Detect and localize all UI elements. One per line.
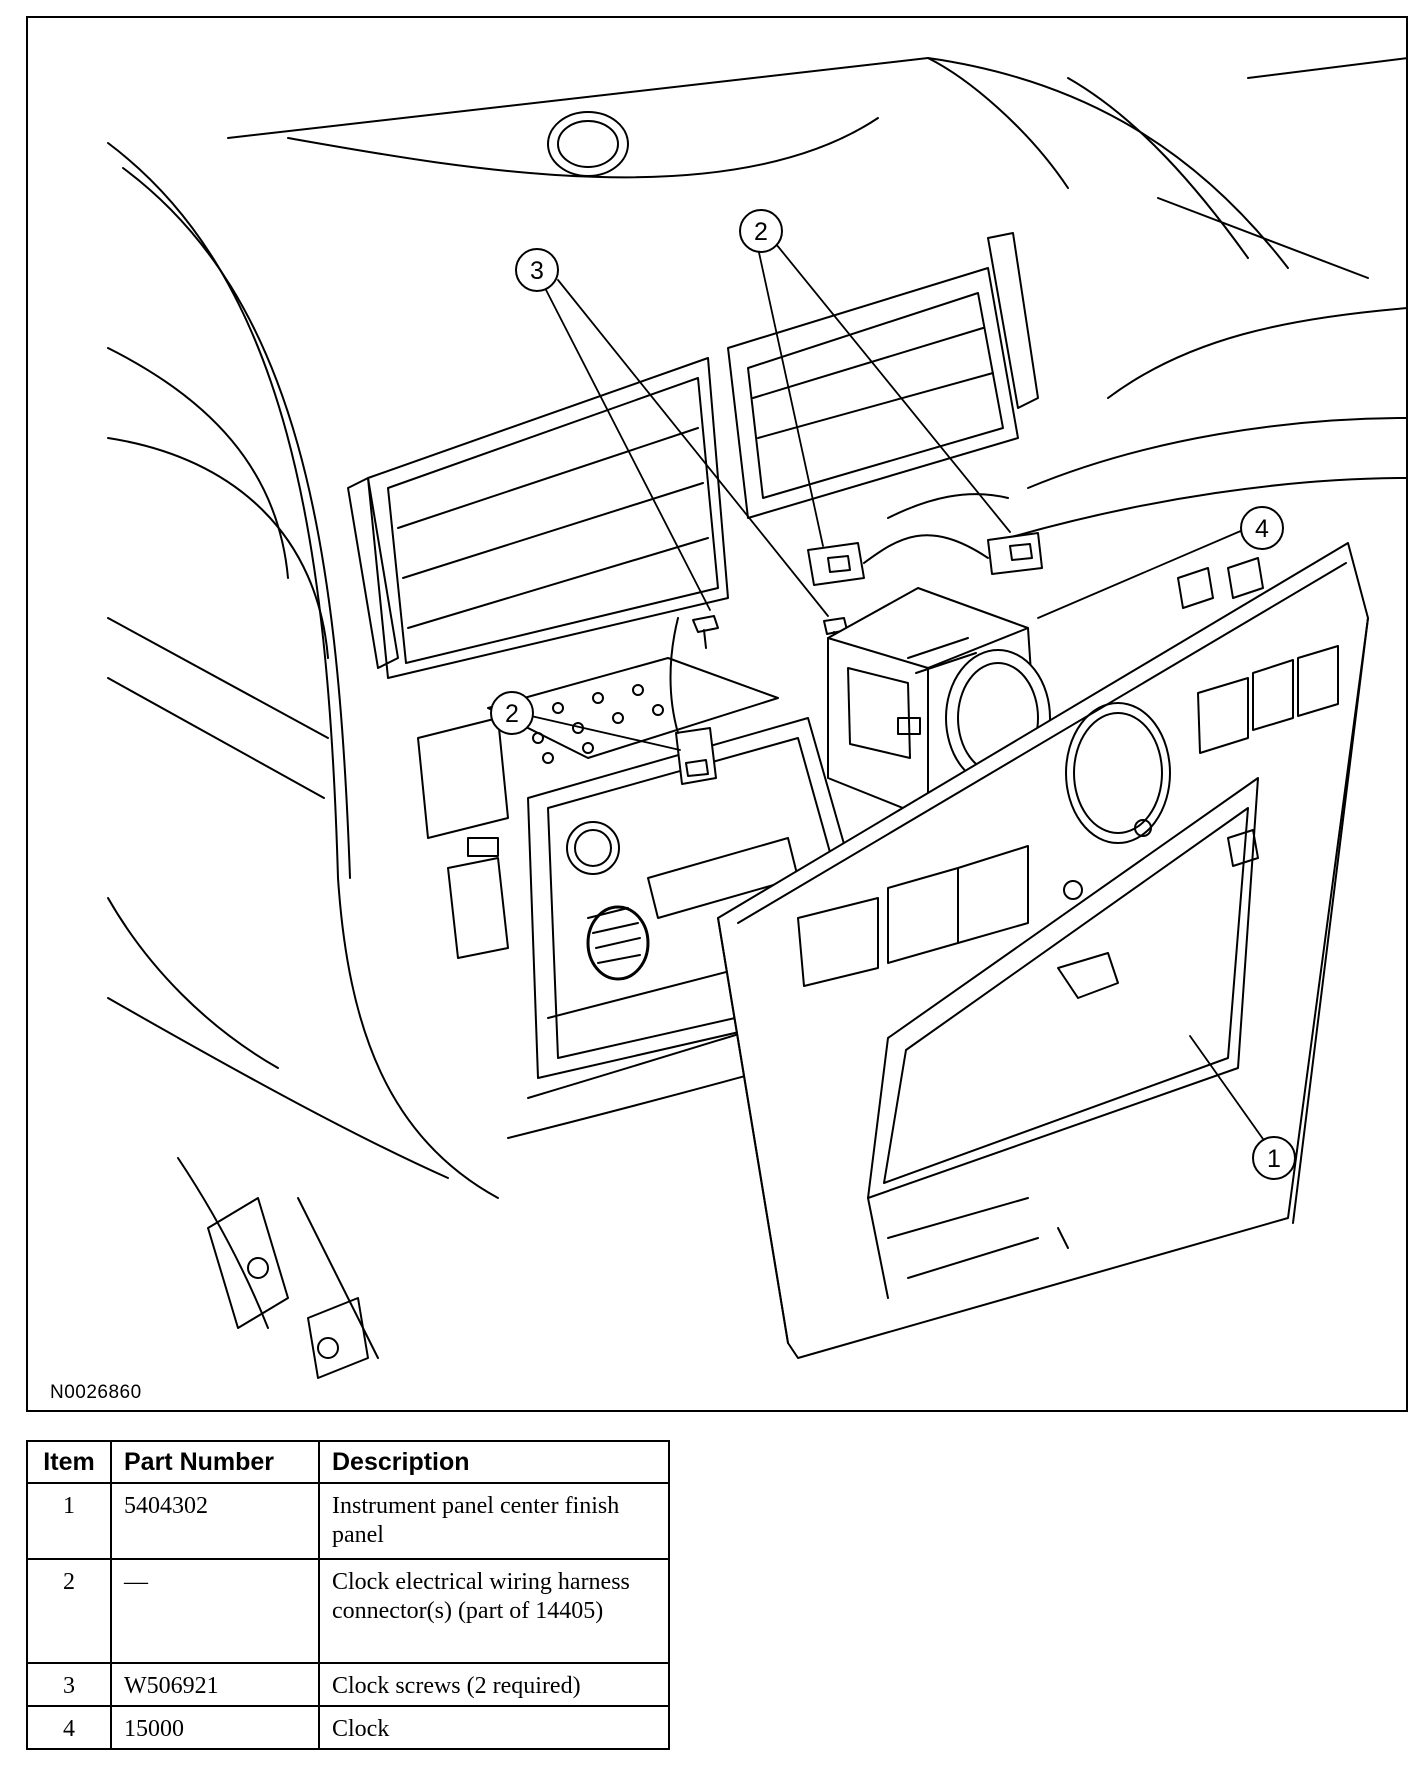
header-description: Description xyxy=(318,1440,670,1484)
clock-screws xyxy=(692,615,848,651)
svg-text:1: 1 xyxy=(1267,1145,1281,1173)
cell-part-number: W506921 xyxy=(110,1662,320,1707)
air-vents xyxy=(347,232,1039,679)
cell-description: Instrument panel center finish panel xyxy=(318,1482,670,1560)
callout-3: 3 xyxy=(515,248,559,292)
callout-1: 1 xyxy=(1252,1136,1296,1180)
cell-item: 4 xyxy=(26,1705,112,1750)
cell-item: 3 xyxy=(26,1662,112,1707)
legend-header-row: Item Part Number Description xyxy=(26,1440,670,1484)
exploded-view-illustration: 1 2 2 3 4 N0026860 xyxy=(26,16,1408,1412)
figure-id: N0026860 xyxy=(50,1382,142,1403)
callout-4: 4 xyxy=(1240,506,1284,550)
table-row: 2 — Clock electrical wiring harness conn… xyxy=(26,1558,670,1664)
header-item: Item xyxy=(26,1440,112,1484)
cell-description: Clock screws (2 required) xyxy=(318,1662,670,1707)
wiring-connectors xyxy=(669,493,1043,785)
dash-speaker-grille xyxy=(547,111,629,177)
callout-2-upper: 2 xyxy=(739,209,783,253)
lower-bracket xyxy=(207,1197,369,1379)
svg-text:3: 3 xyxy=(530,257,544,285)
cell-description: Clock xyxy=(318,1705,670,1750)
svg-text:2: 2 xyxy=(505,700,519,728)
cell-part-number: — xyxy=(110,1558,320,1664)
cell-item: 2 xyxy=(26,1558,112,1664)
header-part-number: Part Number xyxy=(110,1440,320,1484)
dashboard-outline xyxy=(107,57,1406,1359)
line-drawing: 1 2 2 3 4 xyxy=(107,57,1406,1379)
table-row: 4 15000 Clock xyxy=(26,1705,670,1750)
parts-legend-table: Item Part Number Description 1 5404302 I… xyxy=(26,1440,670,1750)
cell-item: 1 xyxy=(26,1482,112,1560)
table-row: 3 W506921 Clock screws (2 required) xyxy=(26,1662,670,1707)
center-finish-panel xyxy=(717,542,1369,1359)
cell-description: Clock electrical wiring harness connecto… xyxy=(318,1558,670,1664)
svg-text:4: 4 xyxy=(1255,515,1269,543)
table-row: 1 5404302 Instrument panel center finish… xyxy=(26,1482,670,1560)
cell-part-number: 15000 xyxy=(110,1705,320,1750)
leader-lines xyxy=(530,243,1269,1147)
svg-text:2: 2 xyxy=(754,218,768,246)
cell-part-number: 5404302 xyxy=(110,1482,320,1560)
callout-2-lower: 2 xyxy=(490,691,534,735)
